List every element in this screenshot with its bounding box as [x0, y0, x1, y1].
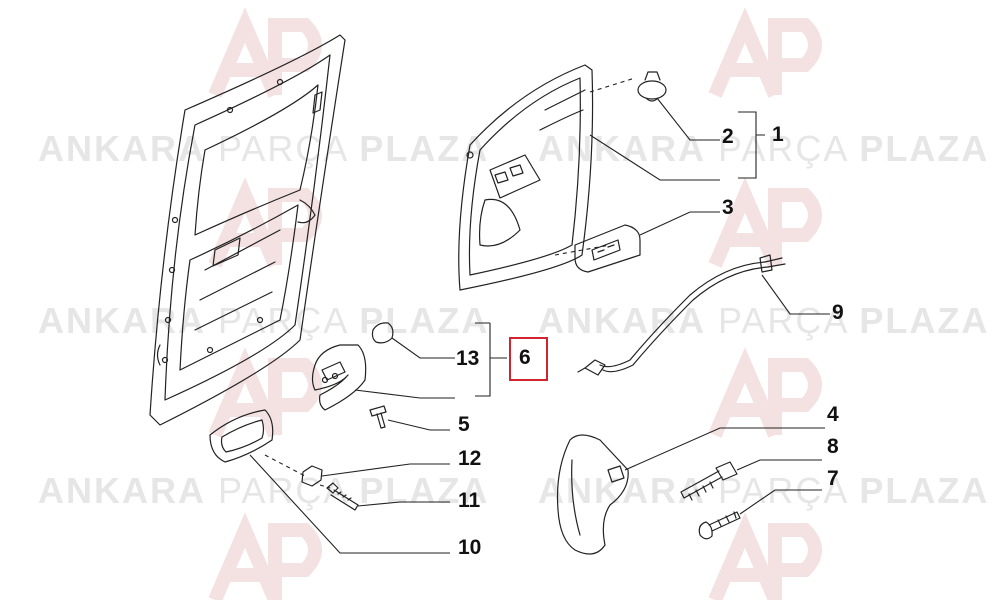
screw-7-part: [698, 511, 741, 540]
bolt-8-part: [680, 461, 738, 501]
callout-9: 9: [832, 301, 844, 324]
callout-4: 4: [827, 403, 839, 426]
cap-part: [371, 322, 394, 344]
door-cable-part: [577, 254, 786, 376]
watermark-text: ANKARA PARÇA PLAZA: [38, 300, 490, 341]
inner-handle-part: [311, 344, 367, 411]
callout-7: 7: [827, 467, 839, 490]
ap-logo-watermark: [208, 7, 322, 98]
assembly-dash-lines: [264, 77, 636, 489]
callout-3: 3: [722, 196, 734, 219]
ap-logo-watermark: [708, 7, 822, 98]
watermark-text: ANKARA PARÇA PLAZA: [538, 128, 990, 169]
watermark-text: ANKARA PARÇA PLAZA: [38, 470, 490, 511]
ap-logo-watermark: [708, 512, 822, 600]
watermark-text: ANKARA PARÇA PLAZA: [538, 470, 990, 511]
callout-11: 11: [458, 489, 481, 512]
watermark-text: ANKARA PARÇA PLAZA: [538, 300, 990, 341]
ap-logo-watermark: [708, 347, 822, 438]
bolt-11-part: [326, 482, 359, 511]
ap-logo-watermark: [208, 512, 322, 600]
ap-logo-watermark: [708, 177, 822, 268]
callout-1: 1: [772, 123, 784, 146]
screw-5-part: [369, 405, 387, 429]
lower-trim-part: [556, 434, 629, 555]
leader-lines: [249, 97, 830, 554]
callout-6: 6: [519, 346, 531, 369]
bezel-part: [209, 409, 274, 463]
callout-8: 8: [827, 435, 839, 458]
highlighted-callout-box: [509, 337, 548, 381]
callout-5: 5: [458, 413, 470, 436]
clip-part: [637, 71, 667, 102]
watermark-text: ANKARA PARÇA PLAZA: [38, 128, 490, 169]
nut-part: [301, 465, 323, 487]
callout-13: 13: [456, 347, 480, 370]
callout-10: 10: [458, 536, 482, 559]
door-trim-panel-part: [458, 64, 594, 291]
window-switch-part: [574, 224, 641, 273]
callout-2: 2: [722, 125, 734, 148]
callout-12: 12: [458, 447, 482, 470]
door-panel-part: [149, 34, 346, 426]
ap-logo-watermark: [208, 347, 322, 438]
